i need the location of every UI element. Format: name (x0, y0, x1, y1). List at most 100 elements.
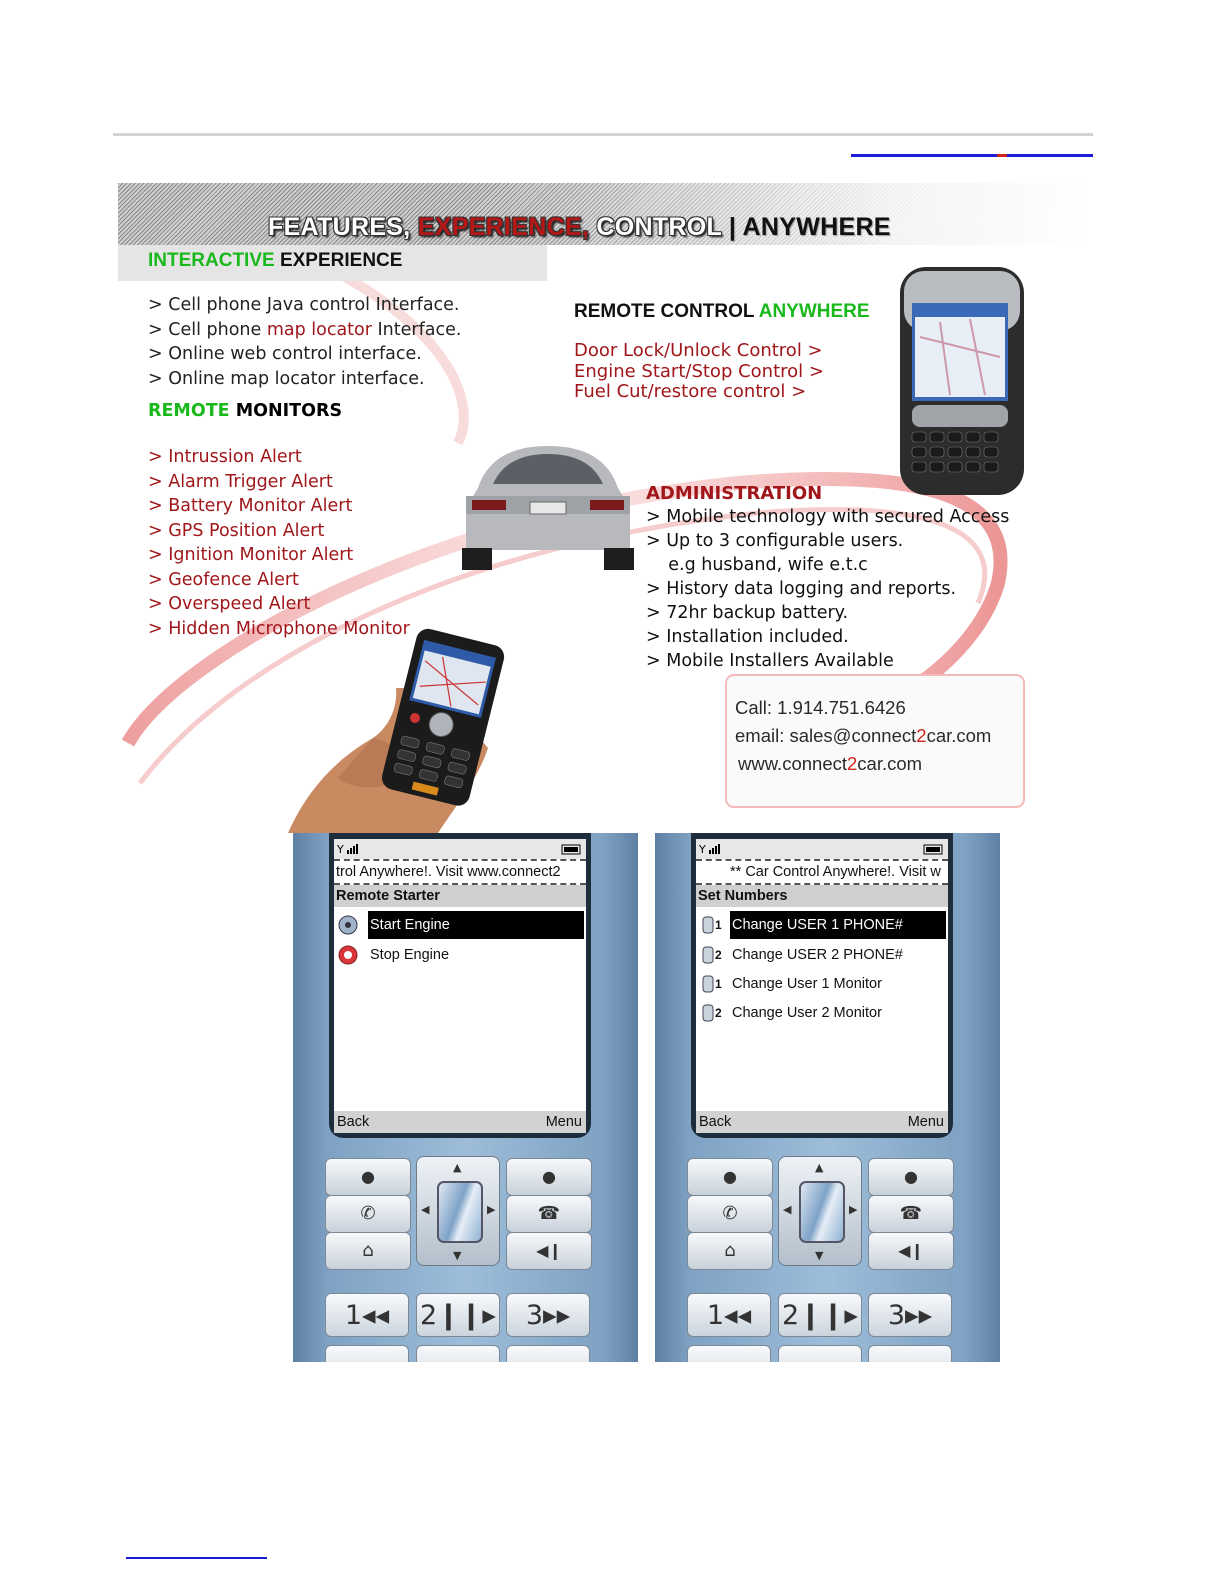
list-item: Fuel Cut/restore control > (574, 381, 807, 402)
key-3[interactable]: 3▸▸ (868, 1293, 952, 1337)
remote-monitors-heading: REMOTE MONITORS (148, 401, 343, 421)
menu-softkey[interactable]: Menu (907, 1114, 944, 1130)
back-softkey[interactable]: Back (337, 1114, 370, 1130)
contact-phone: Call: 1.914.751.6426 (735, 697, 906, 718)
phone-screen: Y ** Car Control Anywhere!. Visit w Set … (696, 839, 948, 1133)
menu-item-user2-phone[interactable]: 2 Change USER 2 PHONE# (698, 941, 946, 969)
menu-item-label: Start Engine (368, 911, 584, 939)
menu-softkey[interactable]: Menu (545, 1114, 582, 1130)
key-4[interactable] (687, 1345, 771, 1362)
list-item: e.g husband, wife e.t.c (646, 555, 868, 575)
right-softkey-button[interactable]: ● (868, 1158, 954, 1196)
flyer-headline: FEATURES, EXPERIENCE, CONTROL | ANYWHERE (268, 213, 891, 241)
hand-phone-image (288, 628, 505, 833)
home-icon: ⌂ (724, 1240, 736, 1261)
key-6[interactable] (506, 1345, 590, 1362)
footer-link-underline[interactable] (126, 1557, 267, 1559)
list-item: > Battery Monitor Alert (148, 496, 353, 516)
list-item: > Up to 3 configurable users. (646, 531, 904, 551)
svg-text:Y: Y (698, 843, 706, 856)
user-number: 1 (715, 977, 722, 991)
status-bar: Y (334, 839, 586, 859)
phone-icon (700, 974, 720, 994)
menu-item-user2-monitor[interactable]: 2 Change User 2 Monitor (698, 999, 946, 1027)
signal-icon: Y (698, 843, 943, 856)
administration-heading: ADMINISTRATION (646, 483, 823, 504)
dpad-center-button[interactable] (799, 1181, 845, 1243)
key-6[interactable] (868, 1345, 952, 1362)
key-3[interactable]: 3▸▸ (506, 1293, 590, 1337)
list-item: Engine Start/Stop Control > (574, 360, 824, 382)
dpad-up-icon: ▲ (815, 1161, 824, 1174)
dpad-right-icon: ▶ (849, 1203, 858, 1216)
clear-button[interactable]: ◀❙ (506, 1232, 592, 1270)
back-arrow-icon: ◀❙ (898, 1241, 924, 1260)
ticker-text: ** Car Control Anywhere!. Visit w (696, 859, 948, 885)
list-item: > Installation included. (646, 627, 849, 647)
dpad-center-button[interactable] (437, 1181, 483, 1243)
screen-title: Set Numbers (696, 885, 948, 907)
contact-email[interactable]: email: sales@connect2car.com (735, 725, 992, 746)
flyer-banner (118, 183, 1090, 245)
user-number: 1 (715, 918, 722, 932)
menu-item-stop-engine[interactable]: Stop Engine (336, 941, 584, 969)
list-item: > Hidden Microphone Monitor (148, 618, 410, 639)
pda-phone-image (900, 267, 1024, 495)
list-item: > Ignition Monitor Alert (148, 545, 354, 565)
key-2[interactable]: 2❙❙▸ (416, 1293, 500, 1337)
user-number: 2 (715, 1006, 722, 1020)
phone-emulator-remote-starter: Y trol Anywhere!. Visit www.connect2 Rem… (293, 833, 638, 1362)
dpad[interactable]: ▲ ▼ ◀ ▶ (778, 1156, 862, 1266)
menu-item-label: Change USER 2 PHONE# (732, 947, 903, 963)
dpad-up-icon: ▲ (453, 1161, 462, 1174)
dpad[interactable]: ▲ ▼ ◀ ▶ (416, 1156, 500, 1266)
menu-item-label: Stop Engine (370, 947, 450, 963)
administration-list: > Mobile technology with secured Access … (646, 505, 1009, 673)
header-link-underline[interactable] (851, 154, 1093, 157)
user-number: 2 (715, 948, 722, 962)
list-item: > Mobile Installers Available (646, 651, 894, 671)
menu-item-user1-phone[interactable]: 1 Change USER 1 PHONE# (698, 911, 946, 939)
end-call-button[interactable]: ☎ (506, 1195, 592, 1233)
list-item: > Cell phone map locator Interface. (148, 319, 462, 340)
home-button[interactable]: ⌂ (687, 1232, 773, 1270)
call-button[interactable]: ✆ (325, 1195, 411, 1233)
menu-item-start-engine[interactable]: Start Engine (336, 911, 584, 939)
key-1[interactable]: 1◂◂ (325, 1293, 409, 1337)
menu-item-label: Change USER 1 PHONE# (730, 911, 946, 939)
list-item: > Alarm Trigger Alert (148, 471, 333, 492)
key-5[interactable] (416, 1345, 500, 1362)
status-bar: Y (696, 839, 948, 859)
key-5[interactable] (778, 1345, 862, 1362)
key-2[interactable]: 2❙❙▸ (778, 1293, 862, 1337)
call-button[interactable]: ✆ (687, 1195, 773, 1233)
control-list: Door Lock/Unlock Control > Engine Start/… (574, 340, 824, 403)
list-item: > Mobile technology with secured Access (646, 507, 1010, 527)
contact-website[interactable]: www.connect2car.com (738, 753, 923, 774)
svg-text:Y: Y (336, 843, 344, 856)
list-item: > GPS Position Alert (148, 520, 325, 541)
left-softkey-button[interactable]: ● (325, 1158, 411, 1196)
list-item: > Intrussion Alert (148, 447, 302, 467)
end-call-button[interactable]: ☎ (868, 1195, 954, 1233)
feature-flyer: FEATURES, EXPERIENCE, CONTROL | ANYWHERE… (118, 183, 1090, 833)
header-rule (113, 133, 1093, 136)
list-item: > 72hr backup battery. (646, 603, 849, 623)
soft-key-bar: Back Menu (334, 1111, 586, 1133)
interactive-heading: INTERACTIVE EXPERIENCE (148, 250, 403, 271)
interactive-list: > Cell phone Java control Interface. > C… (148, 293, 461, 391)
home-button[interactable]: ⌂ (325, 1232, 411, 1270)
dpad-right-icon: ▶ (487, 1203, 496, 1216)
dpad-left-icon: ◀ (783, 1203, 792, 1216)
end-call-icon: ☎ (537, 1203, 561, 1224)
key-4[interactable] (325, 1345, 409, 1362)
left-softkey-button[interactable]: ● (687, 1158, 773, 1196)
right-softkey-button[interactable]: ● (506, 1158, 592, 1196)
list-item: > Online web control interface. (148, 344, 422, 364)
menu-item-user1-monitor[interactable]: 1 Change User 1 Monitor (698, 970, 946, 998)
dpad-left-icon: ◀ (421, 1203, 430, 1216)
back-softkey[interactable]: Back (699, 1114, 732, 1130)
remote-control-heading: REMOTE CONTROL ANYWHERE (574, 301, 870, 322)
key-1[interactable]: 1◂◂ (687, 1293, 771, 1337)
clear-button[interactable]: ◀❙ (868, 1232, 954, 1270)
